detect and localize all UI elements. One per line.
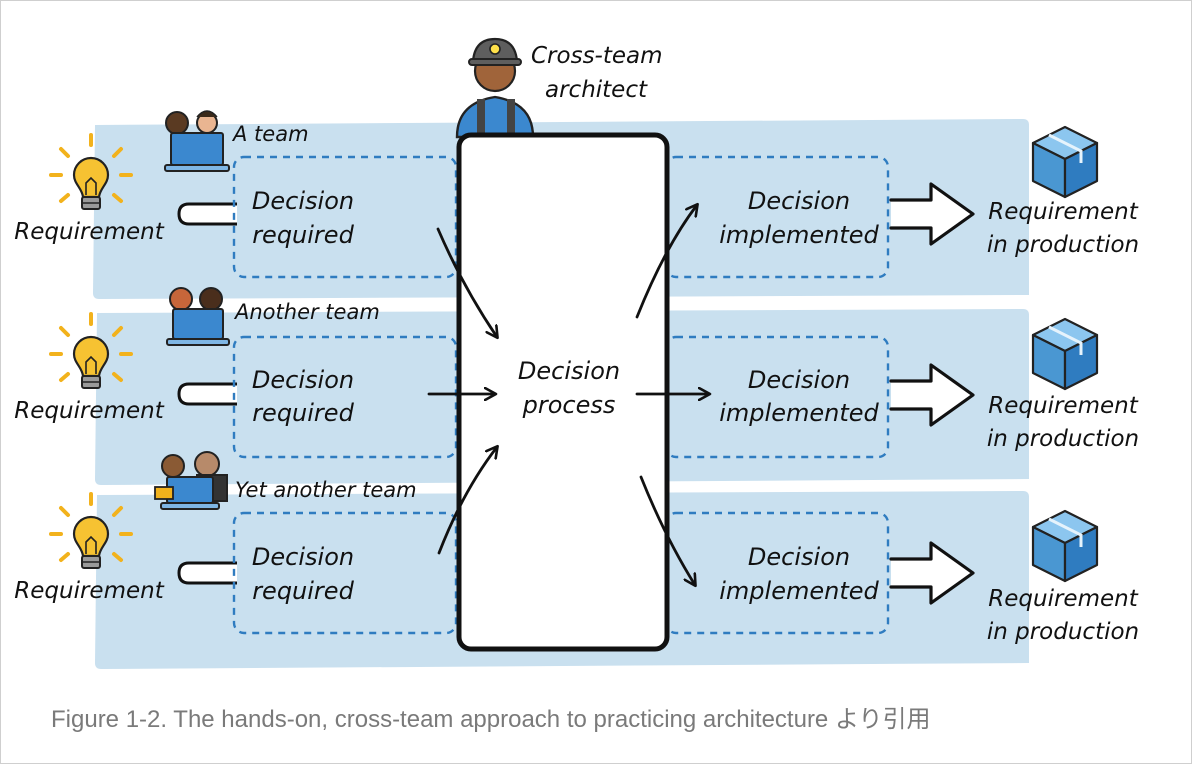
package-cube-icon bbox=[1031, 317, 1099, 391]
package-cube-icon bbox=[1031, 125, 1099, 199]
team-laptop-icon bbox=[166, 287, 230, 346]
architect-label-line2: architect bbox=[545, 77, 648, 103]
requirement-connector bbox=[177, 202, 239, 226]
arrow-into-process bbox=[436, 227, 497, 337]
decision-implemented-line2: implemented bbox=[719, 577, 879, 605]
architect-label-line1: Cross-team bbox=[531, 43, 663, 69]
team-label: Yet another team bbox=[235, 478, 417, 502]
arrow-out-of-process bbox=[635, 205, 697, 319]
team-label: A team bbox=[231, 122, 309, 146]
decision-required-line2: required bbox=[252, 577, 354, 605]
requirement-label: Requirement bbox=[14, 398, 164, 424]
decision-process-line2: process bbox=[522, 391, 616, 419]
requirement-connector bbox=[177, 561, 239, 585]
decision-implemented-line1: Decision bbox=[748, 543, 850, 571]
output-line2: in production bbox=[987, 232, 1139, 258]
lane-another-team: Requirement Another team Decision requir… bbox=[14, 287, 1139, 459]
requirement-label: Requirement bbox=[14, 219, 164, 245]
requirement-label: Requirement bbox=[14, 578, 164, 604]
decision-required-line2: required bbox=[252, 399, 354, 427]
output-line1: Requirement bbox=[988, 393, 1138, 419]
decision-required-box bbox=[232, 335, 458, 459]
decision-required-box bbox=[232, 511, 458, 635]
decision-implemented-line1: Decision bbox=[748, 187, 850, 215]
output-line1: Requirement bbox=[988, 199, 1138, 225]
decision-required-line2: required bbox=[252, 221, 354, 249]
decision-process-box bbox=[456, 132, 670, 652]
output-line1: Requirement bbox=[988, 586, 1138, 612]
lane-a-team: Requirement A team Decision required Dec… bbox=[14, 110, 1139, 279]
decision-required-line1: Decision bbox=[252, 366, 354, 394]
team-label: Another team bbox=[233, 300, 380, 324]
lane-yet-another-team: Requirement Yet another team Decision re… bbox=[14, 451, 1139, 645]
package-cube-icon bbox=[1031, 509, 1099, 583]
arrow-out-of-process bbox=[639, 475, 695, 585]
architecture-diagram: Requirement A team Decision required Dec… bbox=[14, 37, 1139, 669]
decision-implemented-line2: implemented bbox=[719, 221, 879, 249]
decision-required-box bbox=[232, 155, 458, 279]
architect-hardhat-icon bbox=[455, 37, 535, 139]
output-line2: in production bbox=[987, 619, 1139, 645]
requirement-connector bbox=[177, 382, 239, 406]
team-laptop-icon bbox=[154, 451, 228, 510]
output-line2: in production bbox=[987, 426, 1139, 452]
arrow-into-process bbox=[437, 447, 497, 555]
decision-implemented-line1: Decision bbox=[748, 366, 850, 394]
decision-implemented-line2: implemented bbox=[719, 399, 879, 427]
figure-caption: Figure 1-2. The hands-on, cross-team app… bbox=[51, 706, 931, 733]
team-laptop-icon bbox=[164, 110, 230, 172]
decision-required-line1: Decision bbox=[252, 187, 354, 215]
decision-required-line1: Decision bbox=[252, 543, 354, 571]
decision-process-line1: Decision bbox=[518, 357, 620, 385]
